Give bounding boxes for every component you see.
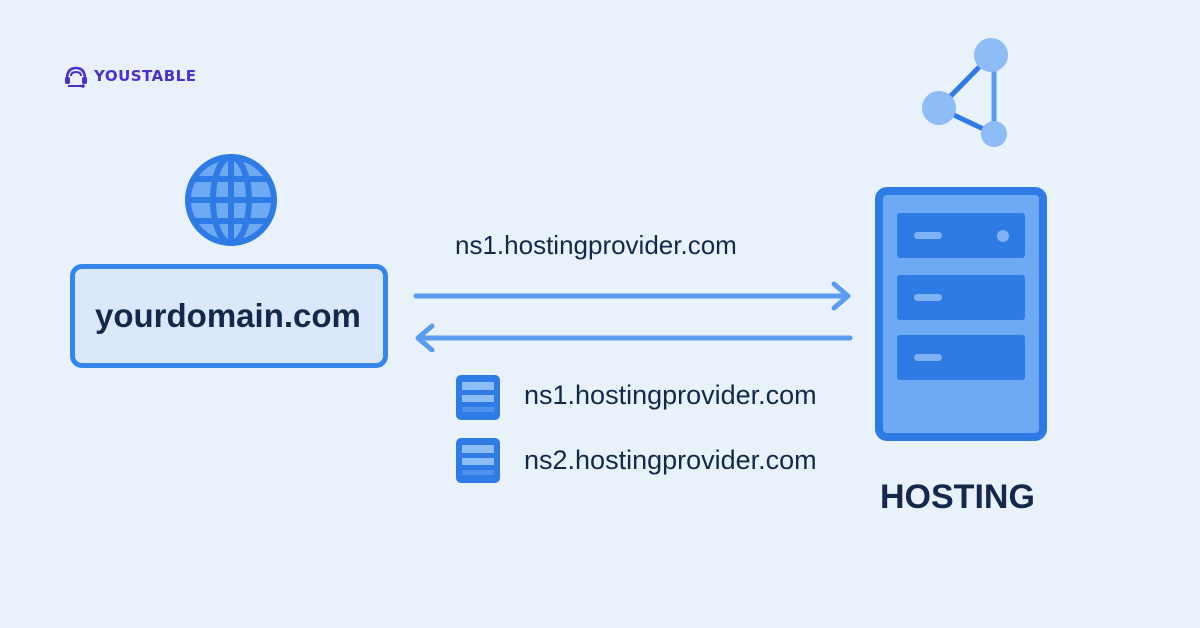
globe-icon (185, 154, 277, 246)
hosting-label: HOSTING (880, 478, 1035, 516)
server-list-icon (456, 375, 500, 420)
server-icon (875, 187, 1047, 441)
logo-icon (65, 66, 87, 88)
arrows (413, 281, 853, 352)
logo-text: YOUSTABLE (94, 67, 197, 85)
server-slot (897, 275, 1025, 320)
server-list-icon (456, 438, 500, 483)
arrow-right-icon (413, 281, 851, 311)
network-icon (922, 38, 1008, 147)
arrow-left-icon (415, 323, 853, 352)
brand-logo: YOUSTABLE (62, 62, 196, 90)
domain-name: yourdomain.com (95, 297, 361, 334)
request-label: ns1.hostingprovider.com (455, 230, 737, 260)
server-slot (897, 335, 1025, 380)
nameserver-2: ns2.hostingprovider.com (524, 445, 817, 475)
server-slot (897, 213, 1025, 258)
domain-box: yourdomain.com (70, 264, 388, 368)
status-led (997, 230, 1009, 242)
nameserver-1: ns1.hostingprovider.com (524, 380, 817, 410)
